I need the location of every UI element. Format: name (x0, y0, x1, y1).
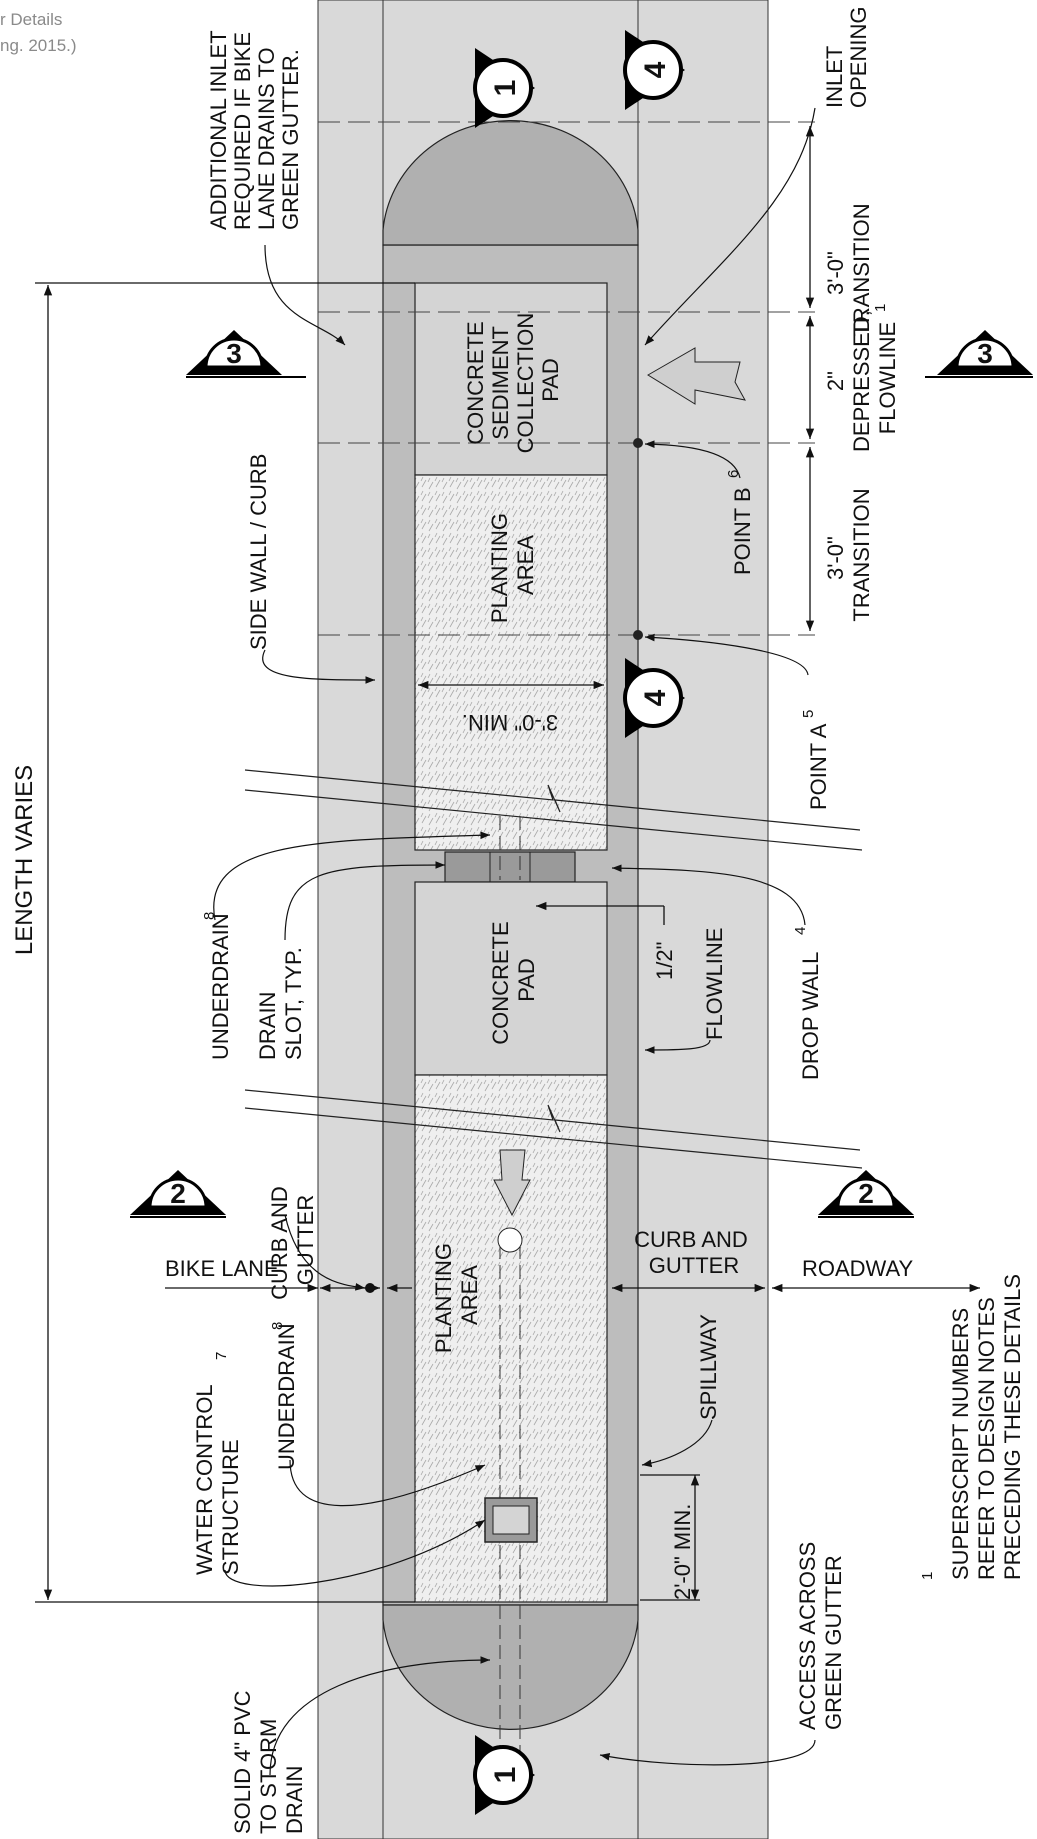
dimension-lines (35, 126, 980, 1603)
section-marker-2-left: 2 (130, 1170, 226, 1218)
additional-inlet-note: ADDITIONAL INLET REQUIRED IF BIKE LANE D… (206, 25, 303, 230)
svg-text:3: 3 (977, 338, 993, 369)
half-inch-label: 1/2" (652, 942, 677, 980)
svg-text:4: 4 (639, 689, 672, 706)
svg-text:2: 2 (858, 1178, 874, 1209)
drop-wall (444, 851, 576, 883)
svg-text:4: 4 (639, 61, 672, 78)
solid-pvc-label: SOLID 4" PVC TO STORM DRAIN (230, 1684, 307, 1834)
inlet-opening-label: INLET OPENING (822, 7, 871, 108)
section-marker-3-left: 3 (186, 330, 306, 378)
min-width-label: 3'-0" MIN. (462, 710, 558, 735)
curb-gutter-left-label: CURB AND GUTTER (267, 1180, 318, 1300)
concrete-pad (414, 881, 608, 1076)
drain-slot-label: DRAIN SLOT, TYP. (255, 947, 306, 1060)
drop-wall-sup: 4 (792, 927, 809, 935)
transition-top-label: 3'-0" TRANSITION (823, 203, 874, 336)
svg-text:3: 3 (226, 338, 242, 369)
bike-lane-label: BIKE LANE (165, 1256, 279, 1281)
planting-area-top-label: PLANTING AREA (487, 507, 538, 623)
two-ft-min-label: 2'-0" MIN. (670, 1504, 695, 1600)
section-marker-1-top: 1 (473, 48, 535, 128)
length-varies-label: LENGTH VARIES (11, 765, 38, 955)
concrete-pad-label: CONCRETE PAD (488, 915, 539, 1045)
underdrain-bottom-sup: 8 (269, 1322, 286, 1330)
curb-gutter-right-label: CURB AND GUTTER (634, 1227, 754, 1278)
section-marker-4-top: 4 (623, 30, 685, 110)
bottom-end-cap (382, 1604, 639, 1730)
point-a-sup: 5 (800, 710, 817, 718)
sediment-pad-label: CONCRETE SEDIMENT COLLECTION PAD (463, 307, 563, 454)
access-across-label: ACCESS ACROSS GREEN GUTTER (795, 1536, 846, 1730)
section-marker-3-right: 3 (925, 330, 1033, 378)
underdrain-top-label: UNDERDRAIN (208, 913, 233, 1060)
point-b-label: POINT B (730, 487, 755, 575)
depressed-flowline-sup: 1 (872, 304, 889, 312)
planting-area-top (414, 474, 608, 851)
underdrain-pipe (499, 816, 521, 1760)
flowline-label: FLOWLINE (702, 928, 727, 1040)
roadway-label: ROADWAY (802, 1256, 914, 1281)
transition-mid-label: 3'-0" TRANSITION (823, 488, 874, 621)
section-marker-4-mid: 4 (623, 658, 685, 738)
footnote-text: SUPERSCRIPT NUMBERS REFER TO DESIGN NOTE… (948, 1274, 1025, 1580)
point-a-marker (633, 630, 643, 640)
svg-text:1: 1 (489, 1767, 522, 1784)
water-control-label: WATER CONTROL STRUCTURE (192, 1379, 243, 1575)
planting-area-bottom-label: PLANTING AREA (431, 1237, 482, 1353)
spillway-label: SPILLWAY (696, 1314, 721, 1420)
side-wall-curb-label: SIDE WALL / CURB (246, 454, 271, 650)
drop-wall-label: DROP WALL (798, 952, 823, 1080)
point-b-sup: 6 (725, 470, 742, 478)
point-a-label: POINT A (806, 723, 831, 810)
depressed-flowline-label: 2" DEPRESSED, FLOWLINE (823, 304, 900, 452)
svg-text:2: 2 (170, 1178, 186, 1209)
top-end-cap (382, 120, 639, 246)
underdrain-top-sup: 8 (201, 912, 218, 920)
point-b-marker (633, 438, 643, 448)
transition-lines (318, 121, 815, 636)
footnote-sup: 1 (919, 1572, 936, 1580)
section-marker-2-right: 2 (818, 1170, 914, 1218)
section-marker-1-bottom: 1 (473, 1735, 535, 1815)
svg-text:1: 1 (489, 80, 522, 97)
header-line-1: r Details (0, 10, 63, 29)
header-line-2: ng. 2015.) (0, 36, 77, 55)
underdrain-bottom-label: UNDERDRAIN (274, 1323, 299, 1470)
water-control-sup: 7 (213, 1352, 230, 1360)
